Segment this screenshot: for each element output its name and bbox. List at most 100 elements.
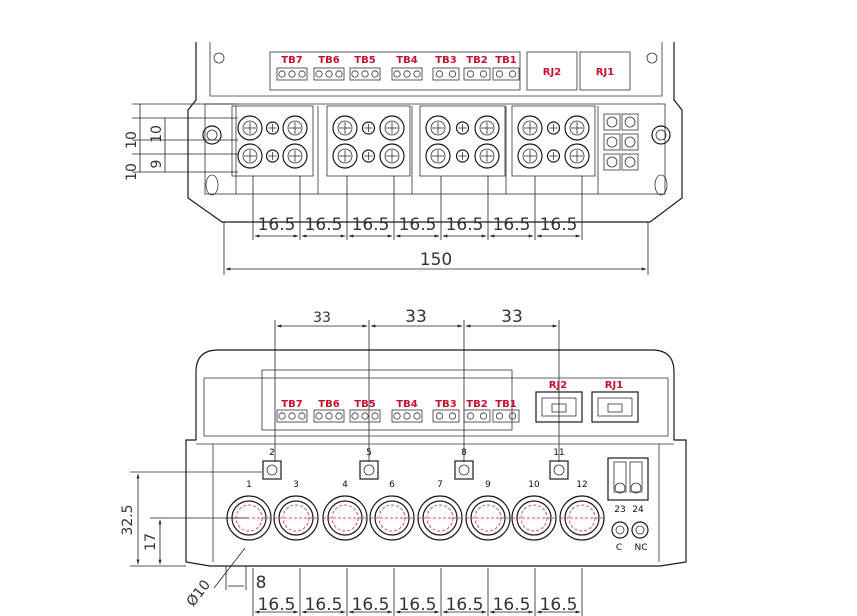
terminal-number-2: 4 [342, 480, 348, 490]
top-dim-4: 10 [149, 125, 165, 143]
mount-hole-left [202, 125, 222, 145]
top-terminal-screw [282, 143, 308, 169]
aux-label-nc: NC [634, 543, 647, 553]
top-dim-1: 10 [124, 131, 140, 149]
front-connector-plug-2 [349, 409, 381, 423]
front-pitch-1: 16.5 [305, 595, 343, 615]
aux-label-c: C [616, 543, 622, 553]
top-connector-label-5: TB2 [466, 55, 487, 66]
front-pitch-0: 16.5 [258, 595, 296, 615]
top-connector-label-2: TB5 [354, 55, 375, 66]
top-connector-plug-5 [463, 67, 491, 81]
top-connector-plug-4 [432, 67, 460, 81]
top-terminal-screw [474, 115, 500, 141]
front-connector-plug-0 [276, 409, 308, 423]
front-spacing-dimensions: 33 33 33 [274, 307, 560, 462]
top-dim-2: 10 [124, 163, 140, 181]
top-pitch-1: 16.5 [305, 215, 343, 235]
top-connector-label-1: TB6 [318, 55, 339, 66]
height-label-32-5: 32.5 [120, 504, 136, 535]
spacing-label-3: 33 [501, 307, 523, 327]
front-screw-row: 2 5 8 11 [262, 448, 569, 480]
diameter-label: Ø10 [184, 577, 214, 610]
top-pitch-2: 16.5 [352, 215, 390, 235]
terminal-number-5: 9 [485, 480, 491, 490]
top-terminal-screw [379, 115, 405, 141]
terminal-number-7: 12 [576, 480, 587, 490]
front-connector-plug-1 [313, 409, 345, 423]
top-terminal-screw [564, 115, 590, 141]
front-rj2-label: RJ2 [549, 380, 567, 391]
screw-number-3: 11 [553, 448, 564, 458]
front-connector-plug-3 [391, 409, 423, 423]
top-pitch-6: 16.5 [540, 215, 578, 235]
front-connector-label-2: TB5 [354, 399, 375, 410]
front-pitch-6: 16.5 [540, 595, 578, 615]
front-connector-plug-4 [432, 409, 460, 423]
top-rj2-label: RJ2 [543, 67, 561, 78]
aux-number-23: 23 [614, 505, 625, 515]
top-connector-plug-2 [349, 67, 381, 81]
terminal-number-1: 3 [293, 480, 299, 490]
front-pitch-5: 16.5 [493, 595, 531, 615]
offset-label: 8 [256, 573, 267, 593]
screw-number-2: 8 [461, 448, 467, 458]
front-rj2: RJ2 [535, 380, 583, 423]
top-terminal-screw [332, 143, 358, 169]
aux-number-24: 24 [632, 505, 644, 515]
top-pitch-0: 16.5 [258, 215, 296, 235]
front-pitch-3: 16.5 [399, 595, 437, 615]
front-connector-label-0: TB7 [281, 399, 302, 410]
top-pitch-5: 16.5 [493, 215, 531, 235]
top-connector-plug-0 [276, 67, 308, 81]
top-terminal-row [231, 105, 639, 194]
top-pitch-3: 16.5 [399, 215, 437, 235]
front-pitch-2: 16.5 [352, 595, 390, 615]
top-terminal-screw [425, 143, 451, 169]
height-label-17: 17 [143, 533, 159, 551]
top-terminal-screw [474, 143, 500, 169]
top-connector-label-0: TB7 [281, 55, 302, 66]
front-rj1-label: RJ1 [605, 380, 623, 391]
top-terminal-screw [332, 115, 358, 141]
mount-hole-right [651, 125, 671, 145]
top-rj2-box [526, 51, 578, 91]
terminal-number-4: 7 [437, 480, 443, 490]
screw-number-0: 2 [269, 448, 275, 458]
top-rj1-label: RJ1 [596, 67, 614, 78]
top-connector-plug-3 [391, 67, 423, 81]
front-screw-0 [262, 460, 282, 480]
front-terminal-row: 1 3 4 6 7 9 10 12 [226, 480, 605, 541]
front-connector-label-1: TB6 [318, 399, 339, 410]
front-screw-1 [359, 460, 379, 480]
front-pitch-4: 16.5 [446, 595, 484, 615]
top-connector-label-3: TB4 [396, 55, 417, 66]
aux-contacts: 23 24 C NC [607, 457, 649, 553]
top-terminal-screw [282, 115, 308, 141]
front-connector-label-6: TB1 [495, 399, 516, 410]
spacing-label-1: 33 [313, 310, 331, 326]
screw-number-1: 5 [366, 448, 372, 458]
top-terminal-screw [379, 143, 405, 169]
top-connector-label-4: TB3 [435, 55, 456, 66]
top-connector-plug-1 [313, 67, 345, 81]
front-connector-label-3: TB4 [396, 399, 417, 410]
top-terminal-screw [237, 115, 263, 141]
terminal-number-3: 6 [389, 480, 395, 490]
front-rj1: RJ1 [591, 380, 639, 423]
top-housing-outline [187, 42, 683, 223]
front-screw-3 [549, 460, 569, 480]
front-height-dimensions: 32.5 17 [120, 471, 262, 567]
front-connector-plug-5 [463, 409, 491, 423]
front-screw-2 [454, 460, 474, 480]
top-connector-label-6: TB1 [495, 55, 516, 66]
terminal-number-6: 10 [528, 480, 540, 490]
front-housing-outline [185, 349, 687, 567]
front-connector-label-5: TB2 [466, 399, 487, 410]
terminal-number-0: 1 [246, 480, 252, 490]
